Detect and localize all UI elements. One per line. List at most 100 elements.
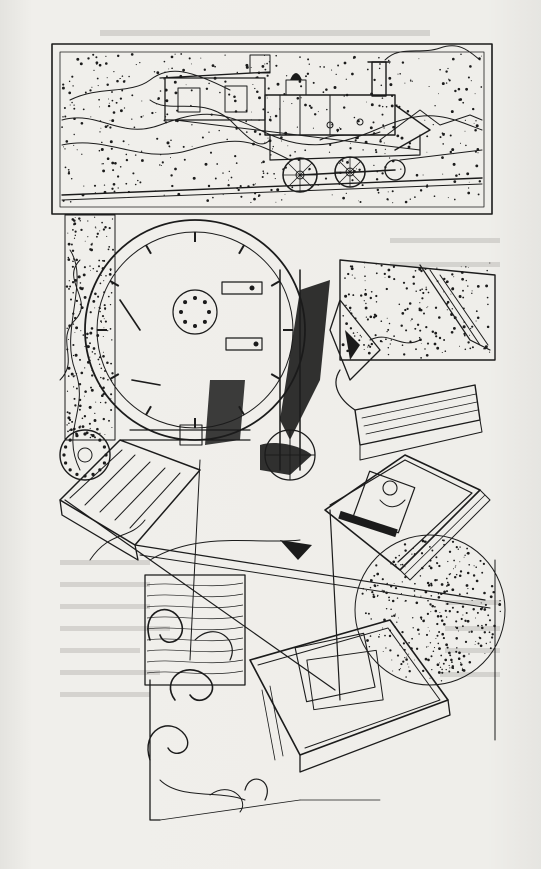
- stipple-dot: [466, 547, 469, 550]
- stipple-dot: [111, 372, 114, 375]
- stipple-dot: [107, 295, 110, 298]
- stipple-dot: [353, 116, 356, 119]
- stipple-dot: [111, 339, 113, 341]
- stipple-dot: [98, 98, 100, 101]
- clock-rivet: [202, 319, 207, 324]
- stipple-dot: [84, 345, 86, 348]
- stipple-dot: [308, 169, 310, 171]
- stipple-dot: [67, 416, 71, 420]
- stipple-dot: [449, 134, 452, 137]
- wood-grain-line: [146, 670, 244, 675]
- stipple-dot: [373, 574, 376, 577]
- stipple-dot: [258, 96, 261, 100]
- stipple-dot: [401, 630, 404, 634]
- stipple-dot: [439, 662, 440, 664]
- stipple-dot: [435, 335, 438, 338]
- stipple-dot: [358, 168, 361, 172]
- stipple-dot: [141, 100, 143, 102]
- stipple-dot: [89, 356, 91, 358]
- stipple-dot: [133, 126, 136, 129]
- stipple-dot: [151, 111, 154, 115]
- stipple-dot: [377, 594, 379, 597]
- stipple-dot: [438, 647, 441, 650]
- gear-tooth: [63, 461, 68, 465]
- stipple-dot: [137, 179, 139, 182]
- stipple-dot: [453, 575, 457, 579]
- stipple-dot: [459, 570, 463, 573]
- stipple-dot: [252, 84, 254, 85]
- stipple-dot: [185, 84, 187, 86]
- stipple-dot: [236, 71, 238, 74]
- stipple-dot: [291, 103, 293, 105]
- stipple-dot: [131, 118, 133, 120]
- stipple-dot: [191, 124, 193, 126]
- stipple-dot: [455, 637, 458, 640]
- stipple-dot: [453, 559, 455, 562]
- stipple-dot: [418, 336, 421, 339]
- stipple-dot: [446, 646, 449, 649]
- stipple-dot: [347, 272, 350, 276]
- stipple-dot: [264, 141, 266, 143]
- stipple-dot: [266, 97, 268, 99]
- stipple-dot: [477, 193, 480, 196]
- stipple-dot: [396, 597, 399, 599]
- stipple-dot: [110, 398, 112, 400]
- stipple-dot: [408, 302, 412, 305]
- stipple-dot: [325, 88, 328, 91]
- stipple-dot: [269, 119, 272, 122]
- stipple-dot: [61, 126, 63, 128]
- stipple-dot: [422, 669, 425, 673]
- stipple-dot: [469, 334, 471, 336]
- stipple-dot: [72, 323, 75, 325]
- stipple-dot: [388, 597, 390, 599]
- stipple-dot: [445, 616, 448, 618]
- stipple-dot: [373, 584, 376, 587]
- stipple-dot: [169, 146, 171, 148]
- stipple-dot: [455, 573, 458, 576]
- stipple-dot: [436, 622, 439, 626]
- stipple-dot: [113, 190, 116, 193]
- stipple-dot: [119, 77, 122, 80]
- stipple-dot: [108, 419, 110, 422]
- stipple-dot: [188, 57, 191, 60]
- stipple-dot: [206, 199, 209, 202]
- stipple-dot: [426, 307, 428, 309]
- stipple-dot: [491, 633, 494, 636]
- stipple-dot: [404, 549, 407, 552]
- stipple-dot: [343, 61, 347, 65]
- stipple-dot: [224, 54, 226, 56]
- stipple-dot: [97, 358, 100, 361]
- stipple-dot: [426, 151, 428, 153]
- stipple-dot: [386, 582, 388, 585]
- stipple-dot: [125, 158, 129, 162]
- stipple-dot: [360, 294, 363, 297]
- stipple-dot: [440, 592, 443, 596]
- stipple-dot: [270, 188, 273, 192]
- stipple-dot: [367, 346, 369, 348]
- stipple-dot: [455, 546, 458, 549]
- stipple-dot: [454, 566, 456, 568]
- stipple-dot: [72, 260, 74, 263]
- stipple-dot: [392, 125, 395, 129]
- stipple-dot: [80, 330, 82, 332]
- stipple-dot: [87, 236, 89, 238]
- stipple-dot: [115, 101, 118, 104]
- stipple-dot: [61, 86, 65, 90]
- stipple-dot: [372, 595, 376, 599]
- stipple-dot: [391, 190, 394, 193]
- stipple-dot: [245, 120, 248, 123]
- stipple-dot: [272, 145, 274, 148]
- gear-tooth: [83, 432, 87, 436]
- stipple-dot: [103, 291, 106, 294]
- stipple-dot: [424, 657, 428, 661]
- stipple-dot: [467, 341, 470, 344]
- stipple-dot: [429, 566, 433, 570]
- stipple-dot: [456, 671, 460, 674]
- stipple-dot: [445, 577, 448, 580]
- stipple-dot: [254, 87, 256, 90]
- stipple-dot: [437, 671, 441, 674]
- stipple-dot: [66, 327, 68, 330]
- stipple-dot: [464, 554, 466, 556]
- stipple-dot: [299, 56, 301, 58]
- stipple-dot: [381, 113, 384, 116]
